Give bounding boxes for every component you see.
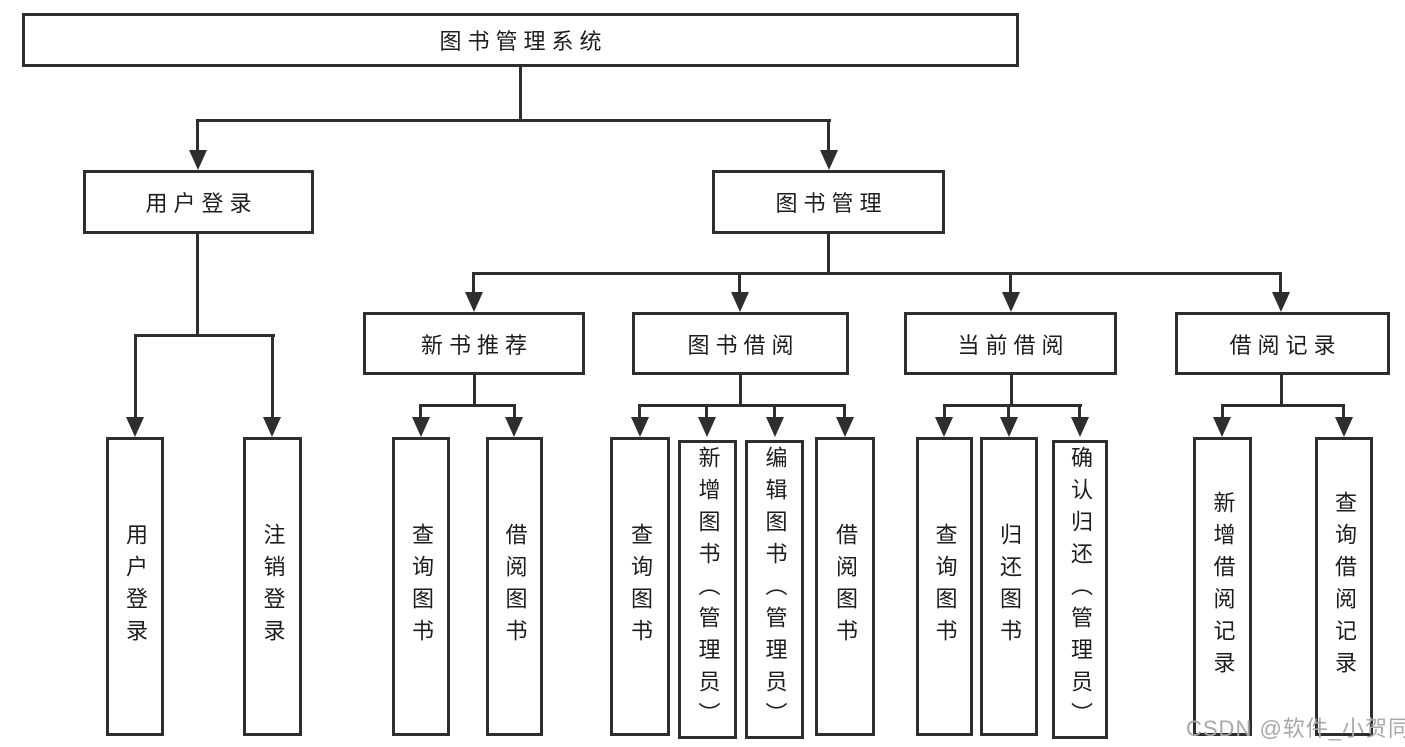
leaf-user-login-label: 用户登录 [123, 522, 148, 651]
leaf-logout: 注销登录 [243, 437, 302, 736]
node-borrowing-records-label: 借阅记录 [1229, 332, 1342, 358]
connector-line [1078, 404, 1081, 422]
leaf-cb-confirm-return: 确认归还（管理员） [1052, 440, 1108, 739]
connector-line [943, 404, 1082, 407]
arrowhead-icon [836, 417, 854, 437]
connector-line [1342, 404, 1345, 422]
connector-line [1279, 272, 1282, 298]
node-root: 图书管理系统 [22, 13, 1019, 67]
arrowhead-icon [820, 150, 838, 170]
connector-line [1280, 375, 1283, 407]
leaf-rec-borrow-books-label: 借阅图书 [502, 522, 528, 651]
connector-line [739, 375, 742, 407]
leaf-rec-query-books: 查询图书 [392, 437, 450, 736]
watermark: CSDN @软件_小贺同学 [1186, 716, 1405, 741]
leaf-user-login: 用户登录 [106, 437, 164, 736]
leaf-rec-query-books-label: 查询图书 [409, 522, 434, 651]
leaf-br-add-record: 新增借阅记录 [1193, 437, 1252, 736]
connector-line [134, 334, 137, 422]
connector-line [738, 272, 741, 298]
connector-line [519, 67, 522, 122]
connector-line [419, 404, 516, 407]
node-new-book-recommendation-label: 新书推荐 [420, 332, 533, 358]
connector-line [134, 334, 275, 337]
connector-line [843, 404, 846, 422]
arrowhead-icon [126, 417, 144, 437]
leaf-bb-borrow-books: 借阅图书 [815, 437, 875, 736]
leaf-bb-edit-books-label: 编辑图书（管理员） [762, 445, 788, 734]
leaf-bb-add-books-label: 新增图书（管理员） [695, 445, 721, 734]
connector-line [196, 119, 199, 155]
arrowhead-icon [1071, 417, 1089, 437]
arrowhead-icon [766, 417, 784, 437]
node-user-login: 用户登录 [83, 170, 314, 234]
leaf-br-query-record: 查询借阅记录 [1315, 437, 1373, 736]
leaf-br-add-record-label: 新增借阅记录 [1210, 490, 1236, 683]
connector-line [827, 234, 830, 275]
leaf-bb-query-books: 查询图书 [610, 437, 670, 736]
node-book-borrowing: 图书借阅 [632, 312, 849, 375]
node-new-book-recommendation: 新书推荐 [363, 312, 585, 375]
connector-line [1221, 404, 1224, 422]
node-root-label: 图书管理系统 [439, 29, 608, 54]
node-current-borrowing-label: 当前借阅 [957, 332, 1070, 358]
connector-line [638, 404, 641, 422]
node-book-management: 图书管理 [712, 170, 945, 234]
arrowhead-icon [631, 417, 649, 437]
node-book-borrowing-label: 图书借阅 [687, 332, 800, 358]
connector-line [472, 272, 1282, 275]
connector-line [1221, 404, 1345, 407]
arrowhead-icon [412, 417, 430, 437]
arrowhead-icon [189, 150, 207, 170]
connector-line [196, 234, 199, 337]
arrowhead-icon [731, 292, 749, 312]
arrowhead-icon [935, 417, 953, 437]
leaf-cb-query-books-label: 查询图书 [932, 522, 958, 651]
arrowhead-icon [1000, 417, 1018, 437]
arrowhead-icon [505, 417, 523, 437]
leaf-cb-return-books: 归还图书 [980, 437, 1038, 736]
arrowhead-icon [465, 292, 483, 312]
arrowhead-icon [698, 417, 716, 437]
connector-line [419, 404, 422, 422]
leaf-cb-confirm-return-label: 确认归还（管理员） [1068, 445, 1093, 734]
arrowhead-icon [1213, 417, 1231, 437]
leaf-bb-borrow-books-label: 借阅图书 [833, 522, 858, 651]
connector-line [513, 404, 516, 422]
leaf-logout-label: 注销登录 [260, 522, 286, 651]
leaf-bb-add-books: 新增图书（管理员） [678, 440, 737, 739]
leaf-cb-query-books: 查询图书 [916, 437, 973, 736]
node-borrowing-records: 借阅记录 [1175, 312, 1390, 375]
connector-line [472, 272, 475, 298]
node-current-borrowing: 当前借阅 [904, 312, 1117, 375]
connector-line [196, 119, 831, 122]
arrowhead-icon [1272, 292, 1290, 312]
arrowhead-icon [263, 417, 281, 437]
connector-line [705, 404, 708, 422]
connector-line [638, 404, 846, 407]
connector-line [473, 375, 476, 407]
connector-line [943, 404, 946, 422]
leaf-bb-query-books-label: 查询图书 [628, 522, 653, 651]
connector-line [827, 119, 830, 155]
leaf-br-query-record-label: 查询借阅记录 [1332, 490, 1357, 683]
node-book-management-label: 图书管理 [775, 191, 888, 216]
leaf-bb-edit-books: 编辑图书（管理员） [745, 440, 804, 739]
node-user-login-label: 用户登录 [145, 191, 258, 216]
connector-line [271, 334, 274, 422]
connector-line [1009, 272, 1012, 298]
connector-line [1007, 404, 1010, 422]
connector-line [773, 404, 776, 422]
arrowhead-icon [1002, 292, 1020, 312]
leaf-rec-borrow-books: 借阅图书 [486, 437, 543, 736]
connector-line [1010, 375, 1013, 407]
arrowhead-icon [1335, 417, 1353, 437]
leaf-cb-return-books-label: 归还图书 [997, 522, 1022, 651]
